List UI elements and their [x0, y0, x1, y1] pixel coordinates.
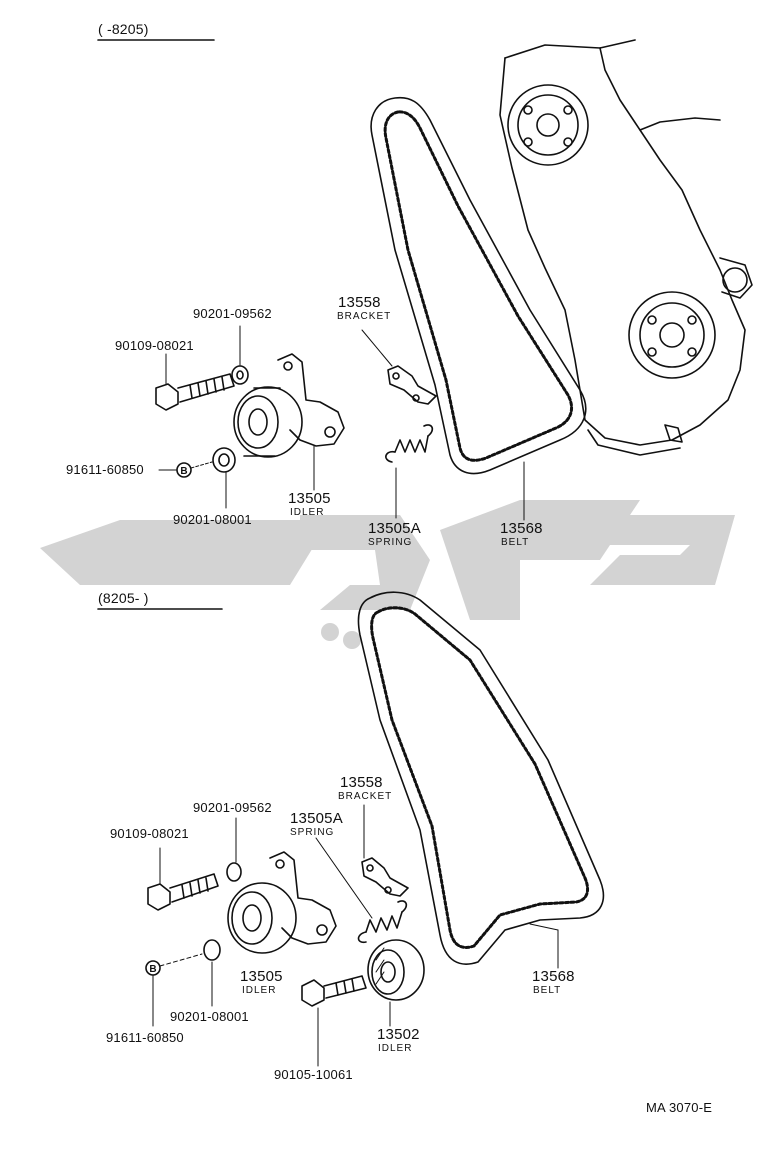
nut-marker-upper-label: B: [180, 466, 187, 477]
bracket-lower-name: BRACKET: [338, 791, 393, 802]
spring-lower-name: SPRING: [290, 827, 335, 838]
range-label-upper: ( -8205): [98, 21, 149, 37]
idler-upper: [233, 353, 345, 458]
lower-crank-pulley: [628, 291, 716, 379]
idler2-lower-name: IDLER: [378, 1043, 413, 1054]
bolt2-lower: [301, 975, 367, 1007]
diagram-code: MA 3070-E: [646, 1100, 713, 1115]
spring-upper-name: SPRING: [368, 537, 413, 548]
belt-lower-name: BELT: [533, 985, 562, 996]
bracket-lower-number: 13558: [340, 774, 383, 791]
spring-upper: [385, 424, 434, 463]
part-number-bolt2-lower: 90105-10061: [274, 1067, 353, 1082]
part-number-nut-lower: 91611-60850: [106, 1030, 184, 1045]
timing-belt-lower: [357, 591, 605, 965]
idler-upper-number: 13505: [288, 490, 331, 507]
belt-upper-name: BELT: [501, 537, 530, 548]
part-number-bolt-upper: 90109-08021: [115, 338, 194, 353]
bracket-lower: [361, 857, 409, 897]
spring-lower-number: 13505A: [290, 810, 343, 827]
bolt-lower: [147, 873, 219, 911]
timing-belt-upper: [370, 96, 587, 475]
bolt-upper: [155, 373, 235, 411]
range-label-lower: (8205- ): [98, 590, 149, 606]
bracket-upper-name: BRACKET: [337, 311, 392, 322]
washer-lower-top: [226, 862, 242, 882]
part-number-washer-lower-bottom: 90201-08001: [170, 1009, 249, 1024]
engine-housing: [499, 39, 753, 456]
spring-lower: [357, 900, 408, 944]
idler-lower-name: IDLER: [242, 985, 277, 996]
part-number-bolt-lower: 90109-08021: [110, 826, 189, 841]
brand-watermark-logo: [40, 500, 735, 649]
bracket-upper: [387, 365, 437, 405]
nut-upper: [212, 447, 236, 473]
part-number-washer-lower-top: 90201-09562: [193, 800, 272, 815]
idler2-lower: [367, 939, 425, 1001]
idler-lower-number: 13505: [240, 968, 283, 985]
nut-marker-lower-label: B: [149, 964, 156, 975]
idler-upper-name: IDLER: [290, 507, 325, 518]
belt-lower-number: 13568: [532, 968, 575, 985]
part-number-washer-upper-bottom: 90201-08001: [173, 512, 252, 527]
part-number-washer-upper-top: 90201-09562: [193, 306, 272, 321]
idler2-lower-number: 13502: [377, 1026, 420, 1043]
bracket-upper-number: 13558: [338, 294, 381, 311]
idler-lower: [227, 851, 337, 954]
washer-upper-top: [231, 365, 249, 385]
part-number-nut-upper: 91611-60850: [66, 462, 144, 477]
spring-upper-number: 13505A: [368, 520, 421, 537]
washer-lower-bottom: [203, 939, 221, 961]
upper-cam-pulley: [507, 84, 589, 166]
belt-upper-number: 13568: [500, 520, 543, 537]
